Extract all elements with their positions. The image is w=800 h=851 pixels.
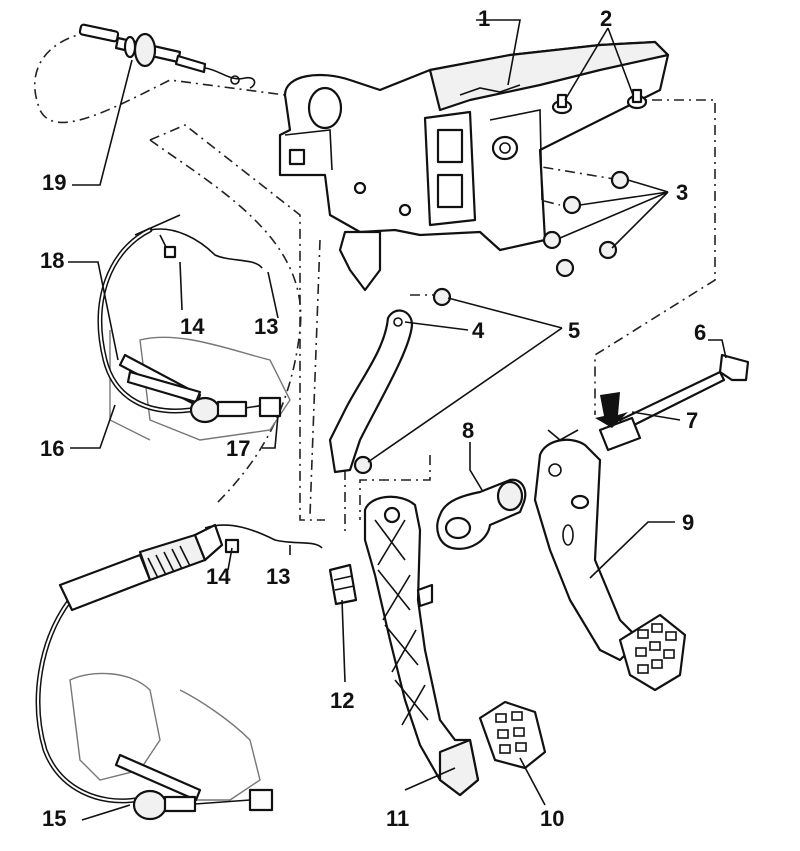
part-12-clip: [328, 563, 358, 606]
label-13-lower: 13: [266, 564, 291, 589]
label-14-lower: 14: [206, 564, 231, 589]
label-8: 8: [462, 418, 475, 443]
part-19-cable-end: [78, 23, 256, 89]
label-1: 1: [478, 6, 491, 31]
lower-cable-assembly: [35, 523, 323, 821]
part-10-pedal-pad: [478, 700, 547, 770]
label-9: 9: [682, 510, 695, 535]
leader-lines: [68, 19, 727, 821]
part-8-bushing: [436, 478, 527, 550]
label-11: 11: [386, 806, 410, 831]
part-11-clutch-pedal: [363, 495, 480, 797]
label-6: 6: [694, 320, 707, 345]
label-7: 7: [686, 408, 699, 433]
label-5: 5: [568, 318, 581, 343]
label-14-upper: 14: [180, 314, 205, 339]
label-13-upper: 13: [254, 314, 279, 339]
assembly-lines: [34, 29, 716, 535]
part-9-brake-pedal: [533, 429, 687, 692]
part-3-nuts: [542, 170, 630, 278]
label-2: 2: [600, 6, 613, 31]
label-12: 12: [330, 688, 355, 713]
label-17: 17: [226, 436, 251, 461]
part-2-studs: [551, 88, 648, 115]
part-4-support-arm: [328, 287, 452, 475]
upper-cable-assembly: [97, 214, 291, 441]
part-6-7-spring-strut: [595, 353, 750, 452]
label-18: 18: [40, 248, 65, 273]
part-1-pedal-bracket: [278, 40, 670, 292]
label-4: 4: [472, 318, 485, 343]
label-15: 15: [42, 806, 67, 831]
label-19: 19: [42, 170, 67, 195]
label-3: 3: [676, 180, 689, 205]
label-16: 16: [40, 436, 65, 461]
label-10: 10: [540, 806, 565, 831]
